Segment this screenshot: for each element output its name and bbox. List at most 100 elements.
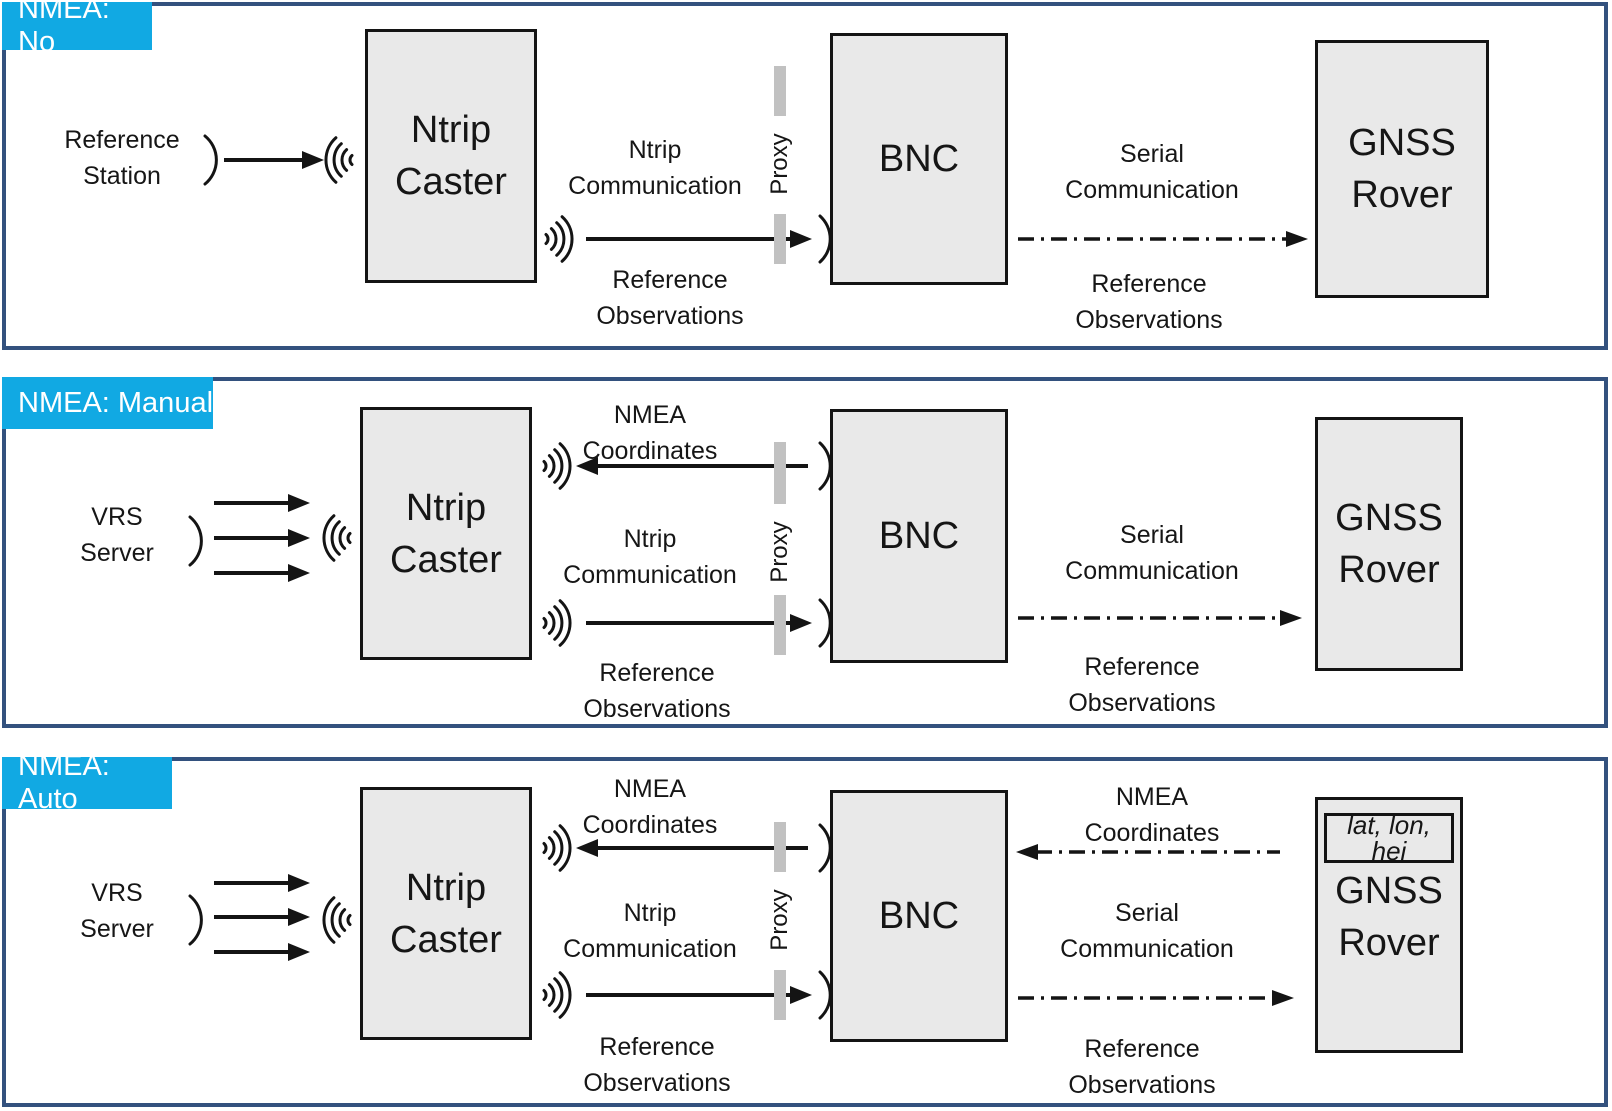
label-line: Serial: [1120, 140, 1184, 168]
solid-arrow: [586, 230, 812, 248]
gnss-rover-box: GNSS Rover: [1315, 417, 1463, 671]
proxy-label: Proxy: [766, 133, 793, 195]
bnc-box: BNC: [830, 790, 1008, 1042]
reference-observations-label: Reference Observations: [1032, 649, 1252, 721]
solid-arrow: [214, 529, 310, 547]
reference-observations-label: Reference Observations: [547, 1029, 767, 1101]
panel-content: NMEA: No Reference Station Ntrip Caster …: [2, 0, 1608, 350]
panel-tag-label: NMEA: No: [18, 0, 110, 58]
serial-communication-label: Serial Communication: [1042, 136, 1262, 208]
label-line: NMEA: [613, 775, 687, 803]
label-line: Ntrip: [623, 899, 677, 927]
signal-arc-icon: [818, 441, 832, 491]
label-line: Reference: [599, 659, 715, 687]
label-line: VRS: [91, 879, 143, 907]
label-line: Coordinates: [1084, 819, 1220, 847]
label-line: VRS: [91, 503, 143, 531]
ntrip-caster-box: Ntrip Caster: [365, 29, 537, 283]
ntrip-communication-label: Ntrip Communication: [540, 895, 760, 967]
box-line: Ntrip: [405, 486, 487, 529]
label-line: Serial: [1115, 899, 1179, 927]
label-line: Reference: [1084, 653, 1200, 681]
nmea-coordinates-label: NMEA Coordinates: [1042, 779, 1262, 851]
label-line: Observations: [583, 1069, 731, 1097]
label-line: Observations: [583, 695, 731, 723]
proxy-label: Proxy: [766, 521, 793, 583]
label-line: Observations: [1068, 1071, 1216, 1099]
dashdot-arrow: [1018, 610, 1302, 626]
radio-waves-in-icon: [324, 136, 354, 184]
label-line: Reference: [64, 126, 180, 154]
label-line: Communication: [1060, 935, 1234, 963]
box-line: Caster: [395, 161, 507, 203]
label-line: Communication: [1065, 176, 1239, 204]
box-line: GNSS: [1335, 870, 1443, 912]
box-line: Caster: [390, 538, 502, 581]
box-line: GNSS: [1348, 122, 1456, 164]
label-line: Reference: [599, 1033, 715, 1061]
label-line: Reference: [612, 266, 728, 294]
ntrip-caster-box: Ntrip Caster: [360, 407, 532, 660]
box-line: Rover: [1351, 174, 1453, 216]
box-line: Rover: [1338, 922, 1440, 964]
solid-arrow: [586, 614, 812, 632]
panel-tag-label: NMEA: Manual: [18, 386, 214, 419]
panel-tag: NMEA: Auto: [2, 750, 172, 815]
radio-waves-out-icon: [544, 601, 570, 646]
label-line: Communication: [563, 561, 737, 589]
signal-arc-icon: [818, 970, 832, 1020]
panel-nmea-auto: NMEA: Auto VRS Server Ntrip Caster NMEA …: [2, 750, 1608, 1107]
signal-arc-icon: [818, 214, 832, 264]
label-line: Observations: [1075, 306, 1223, 334]
radio-waves-in-icon: [322, 896, 352, 944]
label-line: Observations: [1068, 689, 1216, 717]
label-line: Server: [80, 539, 154, 567]
reference-observations-label: Reference Observations: [1039, 266, 1259, 338]
proxy-bar: [774, 442, 786, 504]
ntrip-communication-label: Ntrip Communication: [540, 521, 760, 593]
label-line: Reference: [1084, 1035, 1200, 1063]
box-line: Ntrip: [410, 109, 492, 151]
label-line: Communication: [563, 935, 737, 963]
label-line: Coordinates: [582, 811, 718, 839]
panel-nmea-no: NMEA: No Reference Station Ntrip Caster …: [2, 0, 1608, 350]
box-line: GNSS: [1335, 497, 1443, 539]
gnss-rover-box: lat, lon, hei GNSS Rover: [1315, 797, 1463, 1053]
bnc-box: BNC: [830, 409, 1008, 663]
label-line: Observations: [596, 302, 744, 330]
box-line: BNC: [878, 138, 960, 180]
label-line: Station: [83, 162, 161, 190]
solid-arrow: [586, 986, 812, 1004]
dashdot-arrow: [1018, 990, 1294, 1006]
panel-nmea-manual: NMEA: Manual VRS Server Ntrip Caster NME…: [2, 377, 1608, 728]
label-line: Coordinates: [582, 437, 718, 465]
label-line: NMEA: [613, 401, 687, 429]
panel-tag: NMEA: Manual: [2, 377, 213, 429]
solid-arrow: [214, 874, 310, 892]
gnss-rover-box: GNSS Rover: [1315, 40, 1489, 298]
reference-observations-label: Reference Observations: [547, 655, 767, 727]
box-line: Rover: [1338, 549, 1440, 591]
label-line: Server: [80, 915, 154, 943]
panel-content: NMEA: Manual VRS Server Ntrip Caster NME…: [2, 377, 1608, 728]
serial-communication-label: Serial Communication: [1042, 517, 1262, 589]
proxy-label: Proxy: [766, 889, 793, 951]
serial-communication-label: Serial Communication: [1037, 895, 1257, 967]
solid-arrow: [214, 494, 310, 512]
reference-observations-label: Reference Observations: [560, 262, 780, 334]
source-label: VRS Server: [27, 875, 207, 947]
box-line: BNC: [878, 515, 960, 557]
label-line: Ntrip: [628, 136, 682, 164]
nmea-coordinates-label: NMEA Coordinates: [540, 397, 760, 469]
proxy-bar: [774, 970, 786, 1020]
label-line: Ntrip: [623, 525, 677, 553]
label-line: Reference: [1091, 270, 1207, 298]
solid-arrow: [214, 564, 310, 582]
box-line: Caster: [390, 918, 502, 961]
label-line: Communication: [1065, 557, 1239, 585]
reference-observations-label: Reference Observations: [1032, 1031, 1252, 1103]
solid-arrow: [214, 908, 310, 926]
proxy-bar: [774, 214, 786, 264]
radio-waves-in-icon: [322, 514, 352, 562]
